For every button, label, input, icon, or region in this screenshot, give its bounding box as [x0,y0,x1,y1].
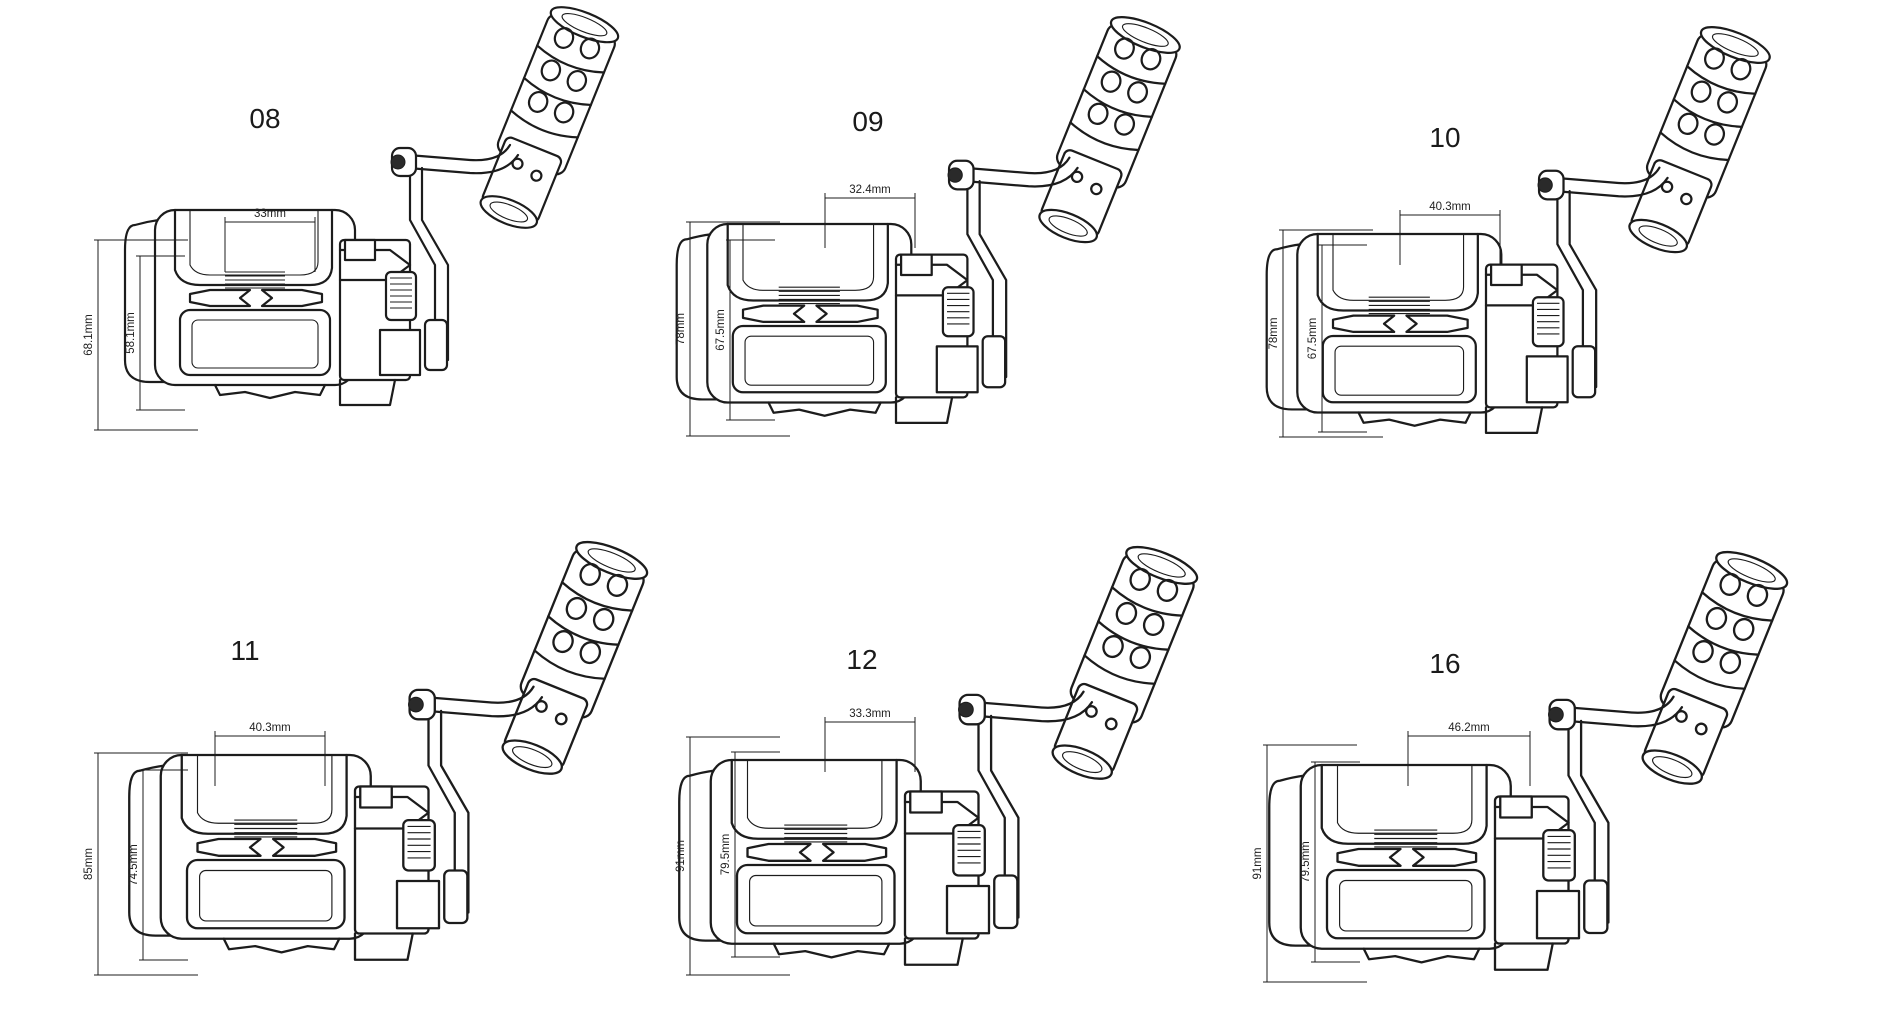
reel-drawing [123,0,624,407]
width-dimension-label: 33.3mm [849,708,891,720]
outer-height-label: 68.1mm [83,314,95,356]
reel-panel-11: 11 40.3mm 85mm 74.5mm [83,533,653,976]
outer-height-label: 91mm [1252,848,1264,880]
reel-model-title: 12 [846,644,877,675]
outer-height-label: 85mm [83,848,95,880]
outer-height-label: 78mm [675,313,687,345]
reel-model-title: 08 [249,103,280,134]
inner-height-label: 79.5mm [720,834,732,876]
outer-height-label: 78mm [1268,318,1280,350]
reel-model-title: 11 [230,635,259,666]
reel-model-title: 10 [1429,122,1460,153]
inner-height-label: 74.5mm [128,844,140,886]
reel-panel-08: 08 33mm 68.1mm 58.1mm [83,0,624,431]
inner-height-label: 79.5mm [1300,841,1312,883]
width-dimension-label: 40.3mm [1429,201,1471,213]
reel-drawing [675,8,1186,425]
width-dimension-label: 40.3mm [249,722,291,734]
outer-height-label: 91mm [675,840,687,872]
reel-panel-16: 16 46.2mm 91mm 79.5mm [1252,543,1793,983]
reel-drawing [1265,18,1776,435]
reel-drawing [128,533,653,961]
reel-model-title: 09 [852,106,883,137]
reel-model-title: 16 [1429,648,1460,679]
inner-height-label: 58.1mm [125,312,137,354]
width-dimension-label: 46.2mm [1448,722,1490,734]
inner-height-label: 67.5mm [1307,318,1319,360]
reel-panel-09: 09 32.4mm 78mm 67.5mm [675,8,1186,437]
inner-height-label: 67.5mm [715,309,727,351]
reel-panel-12: 12 33.3mm 91mm 79.5mm [675,538,1203,976]
reel-panel-10: 10 40.3mm 78mm 67.5mm [1265,18,1776,438]
width-dimension-label: 33mm [254,208,286,220]
width-dimension-label: 32.4mm [849,184,891,196]
